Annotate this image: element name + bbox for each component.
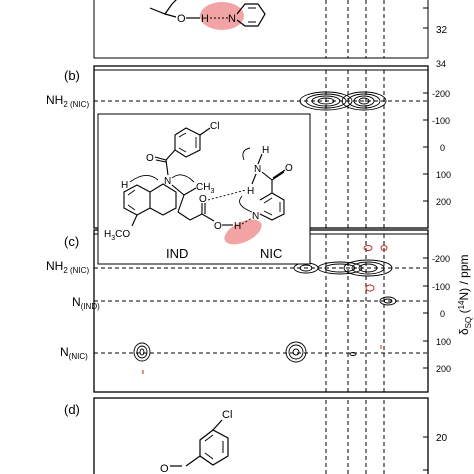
contours-c-red — [142, 245, 388, 374]
mol-name-ind: IND — [166, 246, 188, 261]
panel-a: O H N 32 — [93, 0, 448, 59]
mol-o-label: O — [146, 153, 154, 164]
top-h-label: H — [201, 13, 209, 25]
svg-text:0: 0 — [440, 309, 445, 319]
svg-text:0: 0 — [440, 143, 445, 153]
contours-b — [299, 91, 387, 111]
y-axis-title: δSQ (14N) / ppm — [457, 254, 473, 335]
svg-text:200: 200 — [436, 364, 451, 374]
hbond-highlight-a — [200, 2, 244, 30]
bottom-o-label: O — [160, 463, 169, 474]
mol-o-acid-label: O — [214, 221, 222, 232]
ticks-b: -200 -100 0 100 200 — [423, 89, 451, 207]
mol-o-nic-label: O — [285, 163, 293, 174]
panel-label-d: (d) — [64, 402, 80, 417]
row-label-n-ind: N(IND) — [72, 295, 100, 311]
panel-label-b: (b) — [64, 68, 80, 83]
tick-a-32: 32 — [436, 25, 448, 36]
ticks-c: -200 -100 0 100 200 — [423, 254, 451, 374]
row-label-nh2-nic-b: NH2 (NIC) — [46, 93, 89, 109]
mol-ch3-label: CH3 — [196, 182, 214, 195]
mol-cl-label: Cl — [210, 121, 219, 132]
row-label-nh2-nic-c: NH2 (NIC) — [46, 259, 89, 275]
svg-text:200: 200 — [436, 197, 451, 207]
hbond-highlight — [224, 219, 262, 245]
mol-h3co-label: H3CO — [104, 229, 130, 242]
svg-text:-100: -100 — [432, 116, 450, 126]
top-n-label: N — [228, 13, 236, 25]
contours-c — [133, 259, 397, 363]
svg-text:100: 100 — [436, 170, 451, 180]
mol-h-nh2b-label: H — [247, 186, 254, 197]
mol-h-nh2a-label: H — [262, 145, 269, 156]
svg-text:-200: -200 — [432, 254, 450, 264]
svg-text:-200: -200 — [432, 89, 450, 99]
mol-n-pyr-label: N — [252, 211, 259, 222]
svg-text:100: 100 — [436, 337, 451, 347]
mol-n-ind-label: N — [164, 176, 171, 187]
panel-d: (d) 20 Cl O — [64, 397, 448, 474]
mol-o-amide-top: O — [199, 194, 207, 205]
mol-name-nic: NIC — [260, 246, 282, 261]
bottom-cl-label: Cl — [222, 409, 232, 421]
mol-h-bond-label: H — [234, 221, 241, 232]
top-o-label: O — [177, 13, 186, 25]
tick-a-34: 34 — [436, 59, 446, 69]
row-label-n-nic: N(NIC) — [60, 345, 88, 361]
panel-label-c: (c) — [64, 234, 79, 249]
tick-d-20: 20 — [436, 433, 448, 444]
mol-n-amide-label: N — [254, 164, 261, 175]
mol-h-left-label: H — [121, 180, 128, 191]
svg-text:-100: -100 — [432, 282, 450, 292]
molecule-inset: Cl O N H CH3 H3CO O O H N O — [97, 113, 311, 265]
